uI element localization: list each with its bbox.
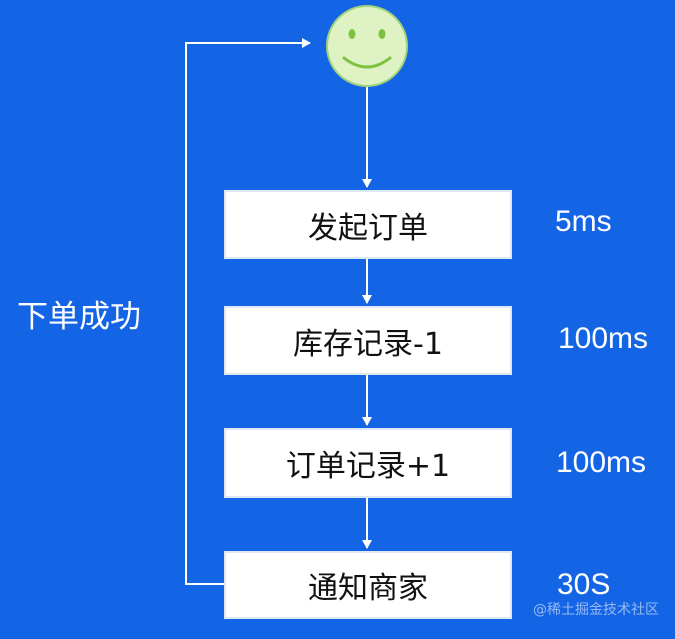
step-time: 100ms [556, 446, 647, 479]
step-label: 发起订单 [308, 210, 428, 246]
step-time: 30S [557, 568, 611, 601]
step-order-record-increment: 订单记录+1 [224, 428, 512, 498]
step-create-order: 发起订单 [224, 190, 512, 259]
step-label: 通知商家 [308, 571, 428, 606]
step-label: 订单记录+1 [285, 449, 451, 484]
watermark: @稀土掘金技术社区 [533, 602, 659, 618]
loop-label: 下单成功 [17, 299, 141, 335]
step-label: 库存记录-1 [293, 326, 443, 362]
loop-connector [185, 38, 311, 585]
step-time: 5ms [555, 205, 612, 238]
step-inventory-decrement: 库存记录-1 [224, 306, 512, 375]
step-notify-merchant: 通知商家 [224, 551, 512, 619]
step-time: 100ms [558, 322, 649, 355]
smiley-face-icon [326, 5, 408, 87]
